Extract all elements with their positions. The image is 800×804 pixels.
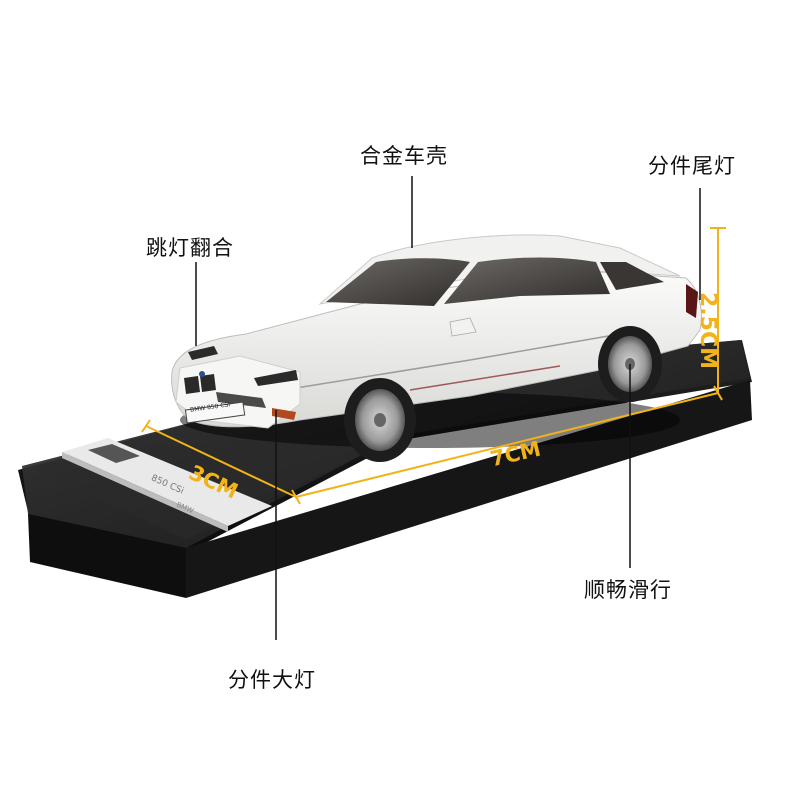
callout-split-taillight: 分件尾灯 [648,154,736,178]
callout-split-headlight: 分件大灯 [228,668,316,692]
car-model [171,234,702,462]
callout-smooth-rolling: 顺畅滑行 [584,578,672,602]
dimension-lines [141,227,726,505]
callout-alloy-body: 合金车壳 [360,144,448,168]
dimension-height-label: 2.5CM [695,292,720,370]
callout-popup-headlight: 跳灯翻合 [146,236,234,260]
front-wheel [344,378,416,462]
model-plaque [62,438,272,532]
callout-lines [195,176,701,640]
